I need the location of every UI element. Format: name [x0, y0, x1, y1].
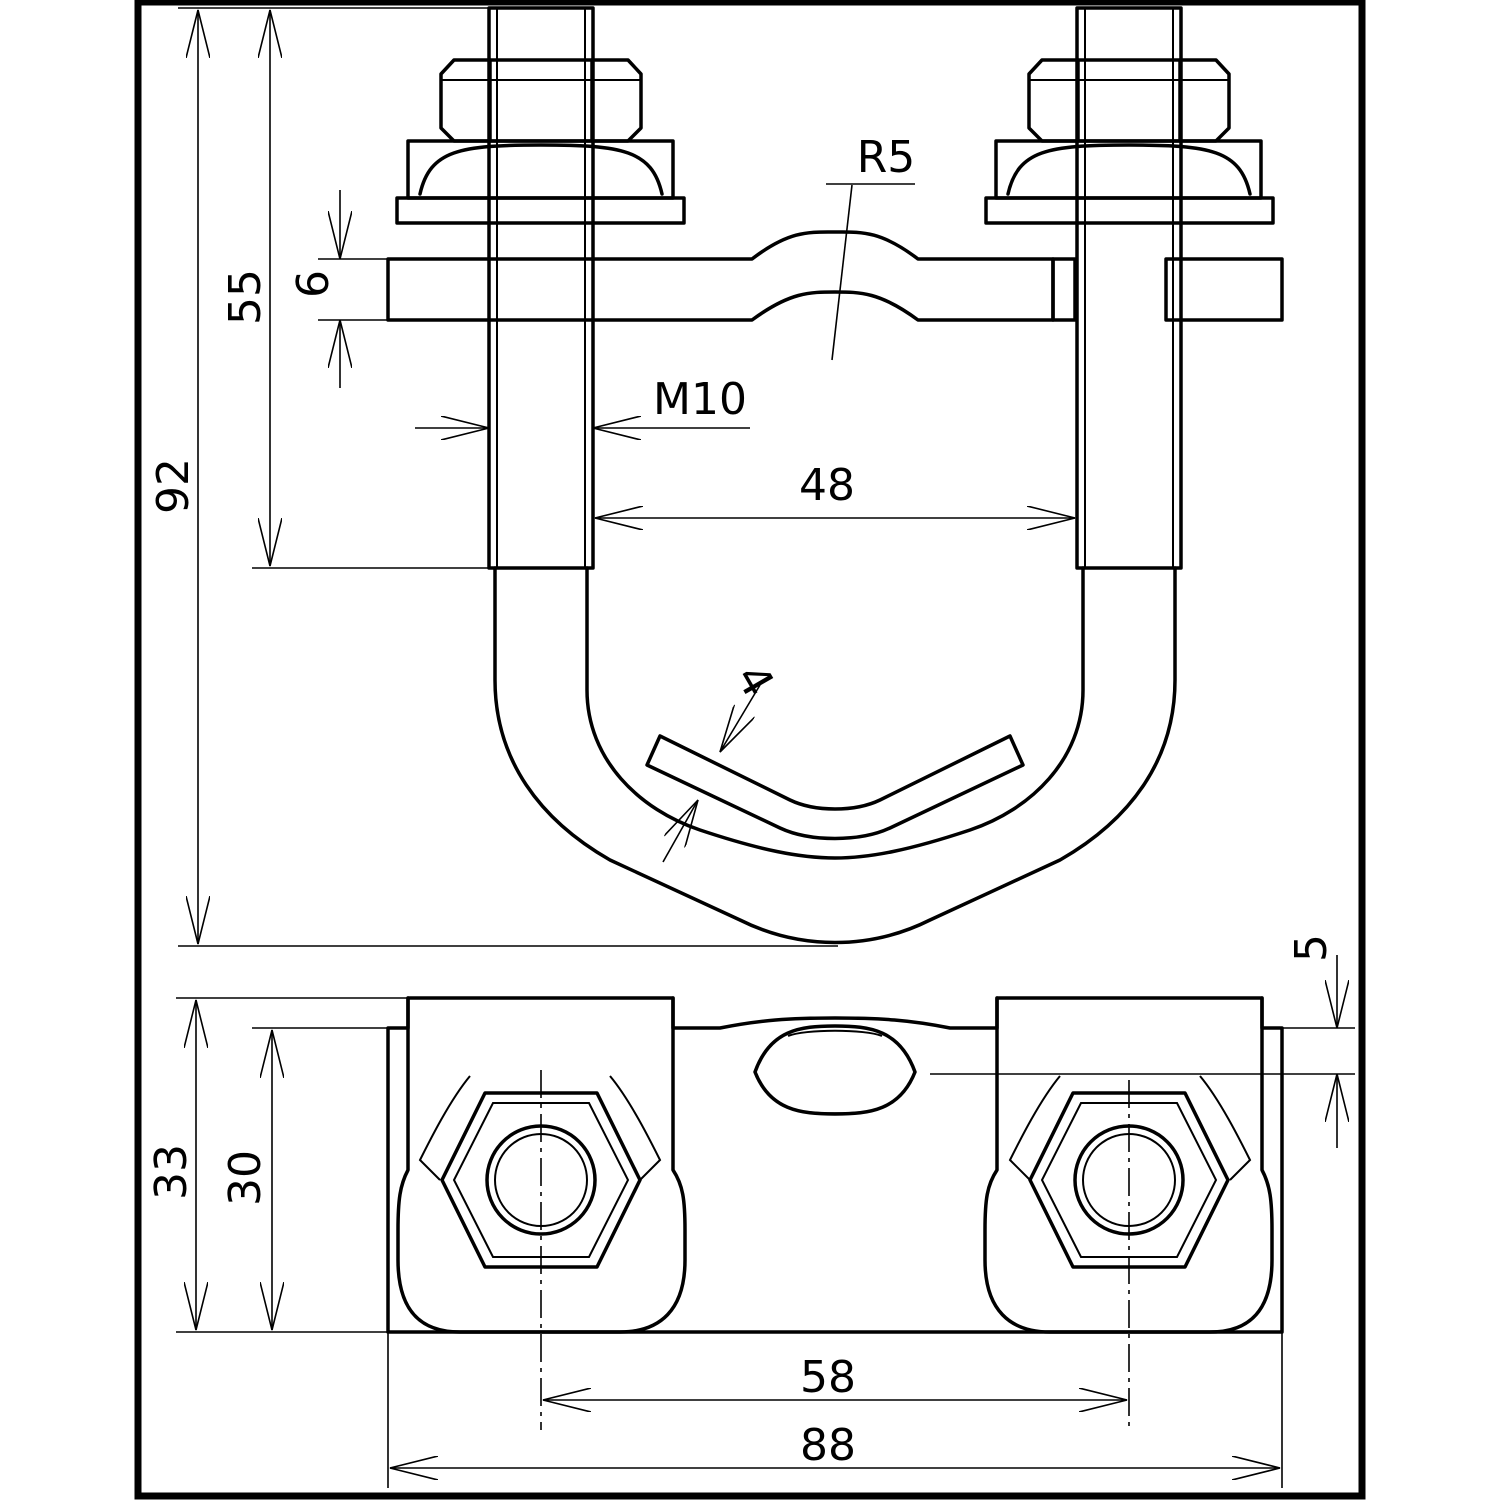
left-nut-assembly: [395, 58, 686, 225]
u-bolt-bend: [493, 566, 1177, 945]
top-view-strap: [386, 996, 1284, 1334]
v-saddle-plate: [645, 734, 1025, 841]
top-view-dimensions: [176, 955, 1355, 1488]
dim-overall-width-label: 88: [800, 1420, 856, 1471]
dim-thread-label: M10: [653, 374, 747, 425]
left-threaded-rod: [487, 6, 595, 570]
right-threaded-rod: [1075, 6, 1183, 570]
dim-bracket-gap-label: 4: [725, 656, 783, 706]
top-view-right-bracket: [983, 996, 1274, 1334]
dim-bolt-length-label: 55: [220, 269, 271, 325]
dim-bolt-spacing-label: 58: [800, 1352, 856, 1403]
dim-inner-width-label: 48: [799, 460, 855, 511]
dim-saddle-radius-label: R5: [857, 132, 916, 183]
drawing-frame: [134, 0, 1366, 1500]
right-nut-assembly: [984, 58, 1275, 225]
dim-strap-width-label: 30: [220, 1150, 271, 1206]
dim-saddle-offset-label: 5: [1286, 934, 1337, 962]
front-view-dimensions: [178, 7, 1075, 947]
dim-body-height-label: 33: [146, 1144, 197, 1200]
clamp-strap: [386, 230, 1284, 322]
top-view: [386, 996, 1284, 1430]
dim-strap-thickness-label: 6: [288, 270, 339, 298]
top-view-saddle-oval: [753, 1024, 917, 1116]
front-view: [386, 6, 1284, 945]
dim-overall-height-label: 92: [148, 458, 199, 514]
